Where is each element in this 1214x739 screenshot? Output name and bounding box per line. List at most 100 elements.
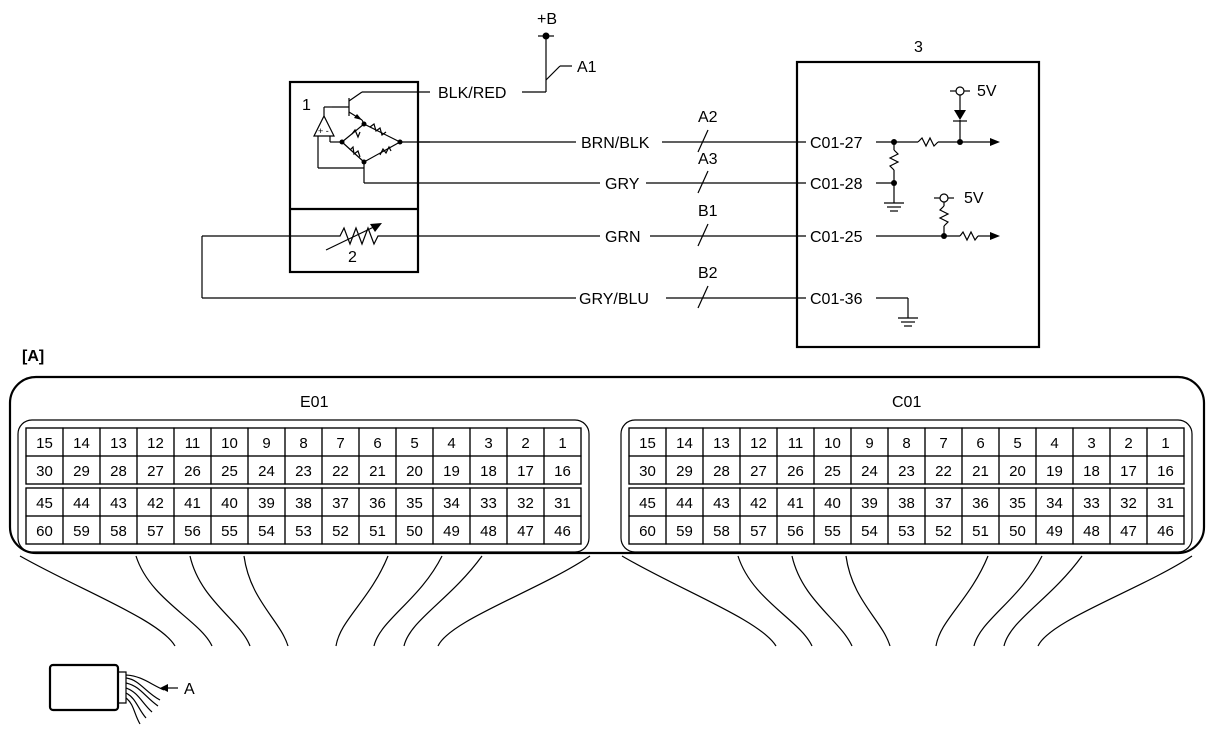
pin-b2: C01-36 — [810, 291, 863, 308]
pin-cell — [1146, 455, 1185, 485]
pin-number: 53 — [295, 523, 312, 540]
harness-callout-label: A — [184, 681, 195, 698]
pin-number: 38 — [295, 495, 312, 512]
pin-number: 50 — [406, 523, 423, 540]
pin-number: 48 — [480, 523, 497, 540]
pin-number: 33 — [1083, 495, 1100, 512]
pin-number: 37 — [332, 495, 349, 512]
harness-wire — [845, 555, 891, 647]
harness-wire — [19, 555, 176, 647]
wire-color-b1: GRN — [605, 229, 641, 246]
pin-number: 2 — [1124, 435, 1132, 452]
pin-number: 31 — [1157, 495, 1174, 512]
harness-wire — [403, 555, 483, 647]
pin-number: 35 — [406, 495, 423, 512]
resistor-number-label: 2 — [348, 249, 357, 266]
pin-number: 34 — [443, 495, 460, 512]
pin-number: 46 — [1157, 523, 1174, 540]
wire-b1: GRN B1 C01-25 — [202, 203, 863, 247]
pin-number: 8 — [902, 435, 910, 452]
harness-wire — [935, 555, 989, 647]
pin-number: 14 — [676, 435, 693, 452]
pin-number: 39 — [258, 495, 275, 512]
harness-plug: A — [48, 663, 195, 725]
v5-top-label: 5V — [977, 83, 997, 100]
pin-number: 18 — [480, 463, 497, 480]
pin-number: 54 — [861, 523, 878, 540]
pin-number: 4 — [1050, 435, 1058, 452]
pin-number: 17 — [1120, 463, 1137, 480]
wire-color-b2: GRY/BLU — [579, 291, 649, 308]
harness-wire — [437, 555, 591, 647]
pin-number: 25 — [824, 463, 841, 480]
pin-cell — [543, 455, 582, 485]
wire-color-a3: GRY — [605, 176, 640, 193]
pin-number: 43 — [110, 495, 127, 512]
wire-id-a1: A1 — [577, 59, 597, 76]
pin-number: 9 — [865, 435, 873, 452]
harness-wire — [373, 555, 443, 647]
pin-cell — [1146, 515, 1185, 545]
pin-number: 59 — [676, 523, 693, 540]
pin-number: 51 — [972, 523, 989, 540]
pin-number: 31 — [554, 495, 571, 512]
supply-terminal: +B A1 — [522, 11, 597, 93]
pin-number: 52 — [935, 523, 952, 540]
pin-number: 55 — [824, 523, 841, 540]
pin-number: 39 — [861, 495, 878, 512]
v5-mid-label: 5V — [964, 190, 984, 207]
pin-number: 34 — [1046, 495, 1063, 512]
pin-number: 55 — [221, 523, 238, 540]
pin-number: 7 — [336, 435, 344, 452]
connector-name-e01: E01 — [300, 394, 329, 411]
pin-number: 29 — [73, 463, 90, 480]
pin-cell — [543, 515, 582, 545]
pin-number: 60 — [639, 523, 656, 540]
pin-number: 37 — [935, 495, 952, 512]
pin-number: 50 — [1009, 523, 1026, 540]
wire-b2: GRY/BLU B2 C01-36 — [201, 236, 863, 309]
pin-number: 52 — [332, 523, 349, 540]
pin-number: 5 — [1013, 435, 1021, 452]
pin-a2: C01-27 — [810, 135, 863, 152]
pin-number: 49 — [443, 523, 460, 540]
wire-a3: GRY A3 C01-28 — [364, 151, 863, 194]
pin-number: 9 — [262, 435, 270, 452]
harness-wire — [135, 555, 213, 647]
pin-number: 56 — [787, 523, 804, 540]
pin-number: 35 — [1009, 495, 1026, 512]
pin-number: 10 — [221, 435, 238, 452]
pin-number: 4 — [447, 435, 455, 452]
pin-number: 30 — [36, 463, 53, 480]
pin-number: 56 — [184, 523, 201, 540]
pin-number: 45 — [639, 495, 656, 512]
pin-number: 24 — [258, 463, 275, 480]
svg-text:+ -: + - — [318, 126, 329, 136]
pin-number: 25 — [221, 463, 238, 480]
pin-number: 44 — [73, 495, 90, 512]
pin-number: 21 — [369, 463, 386, 480]
pin-number: 11 — [185, 435, 201, 452]
harness-wire — [335, 555, 389, 647]
pin-number: 41 — [787, 495, 804, 512]
supply-label: +B — [537, 11, 557, 28]
pin-number: 6 — [373, 435, 381, 452]
pin-number: 36 — [972, 495, 989, 512]
sensor-number-label: 1 — [302, 97, 311, 114]
pin-number: 32 — [517, 495, 534, 512]
pin-number: 30 — [639, 463, 656, 480]
harness-wire — [1037, 555, 1193, 647]
ecu-box: 3 5V 5V — [795, 39, 1041, 349]
pin-number: 49 — [1046, 523, 1063, 540]
pin-number: 33 — [480, 495, 497, 512]
pin-number: 23 — [898, 463, 915, 480]
pin-number: 57 — [750, 523, 767, 540]
pin-number: 57 — [147, 523, 164, 540]
pin-number: 12 — [147, 435, 164, 452]
pin-number: 2 — [521, 435, 529, 452]
pin-number: 42 — [147, 495, 164, 512]
pin-number: 13 — [110, 435, 127, 452]
